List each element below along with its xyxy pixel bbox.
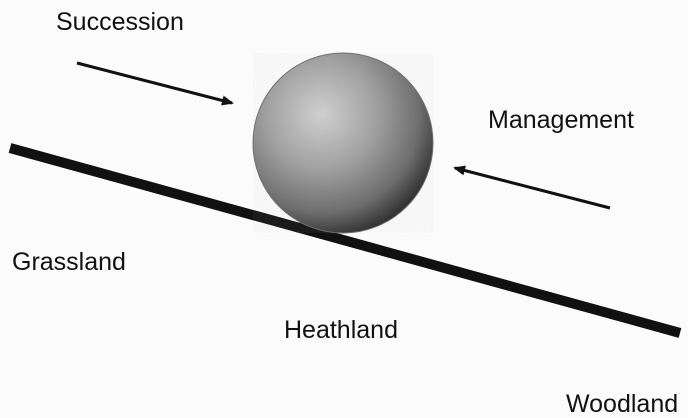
label-succession: Succession <box>56 10 184 35</box>
arrow-left-icon <box>455 168 610 208</box>
label-woodland: Woodland <box>566 392 678 417</box>
label-management: Management <box>488 108 634 133</box>
ball-icon <box>253 53 433 233</box>
label-grassland: Grassland <box>12 250 126 275</box>
arrow-right-icon <box>77 63 232 103</box>
label-heathland: Heathland <box>284 318 398 343</box>
